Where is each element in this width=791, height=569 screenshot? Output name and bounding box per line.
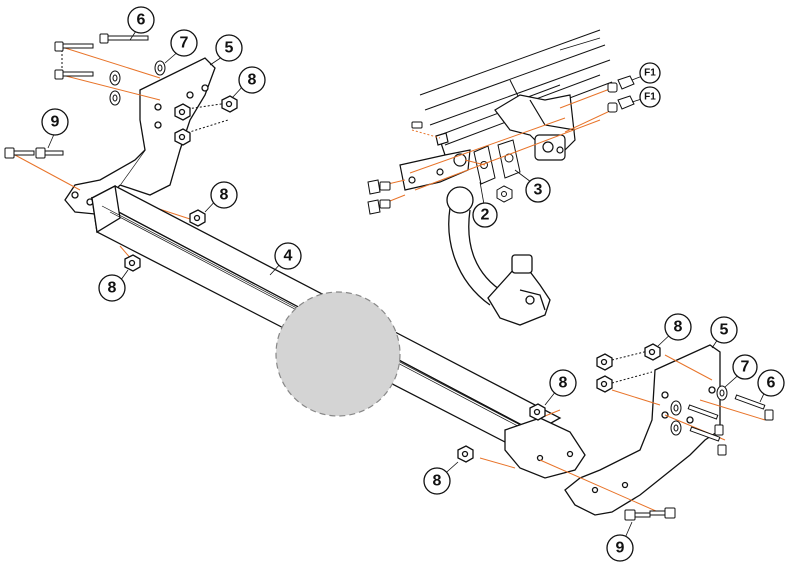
callout-c9-bottom: 9 [606,534,634,562]
callout-c8-right-top: 8 [664,313,692,341]
callout-circle [639,62,661,84]
f1-guide-lines [559,86,616,133]
callout-cF1-b: F1 [639,86,661,108]
callout-circle [238,66,266,94]
swan-neck-tow-ball [446,186,551,326]
callout-circle [472,202,498,228]
callout-circle [210,181,238,209]
f1-bolt-lower [607,95,635,113]
callout-label: 3 [534,182,543,199]
coupling-bracket-plate [399,132,471,191]
callout-c8-mid: 8 [210,181,238,209]
callout-circle [549,369,577,397]
callout-label: 8 [248,72,257,89]
callout-label: 8 [220,187,229,204]
callout-c8-bottom: 8 [423,467,451,495]
callout-circle [274,242,302,270]
callout-label: 9 [616,540,625,557]
callout-label: 5 [225,40,234,57]
right-bolts-6 [687,394,774,456]
callout-circle [757,369,785,397]
callout-circle [606,534,634,562]
callout-c9-left: 9 [41,108,69,136]
callout-c5-right: 5 [710,316,738,344]
callout-cF1-a: F1 [639,62,661,84]
callout-label: F1 [644,92,656,103]
callout-label: 5 [720,322,729,339]
spacer-plate-3 [497,139,521,179]
callout-c8-left: 8 [98,274,126,302]
left-bolts-6 [54,33,149,80]
callout-circle [639,86,661,108]
callout-label: 6 [767,375,776,392]
callout-c6-right: 6 [757,369,785,397]
callout-label: 8 [433,473,442,490]
callout-circle [423,467,451,495]
left-side-bracket [64,57,216,215]
right-bolts-9 [624,507,676,521]
callout-label: 7 [180,35,189,52]
callout-label: 4 [284,248,293,265]
callout-label: 6 [137,12,146,29]
callout-label: F1 [644,68,656,79]
left-nuts-8 [124,95,238,272]
callout-label: 8 [674,319,683,336]
callout-c3: 3 [525,177,551,203]
callout-label: 8 [559,375,568,392]
callout-circle [710,316,738,344]
beam-end-cap [504,417,586,479]
callout-label: 8 [108,280,117,297]
left-bolts-9 [4,147,64,159]
callout-c2: 2 [472,202,498,228]
callout-c7-top: 7 [170,29,198,57]
callout-circle [170,29,198,57]
callout-c8-top: 8 [238,66,266,94]
callout-circle [41,108,69,136]
callout-circle [98,274,126,302]
hidden-region-disc [275,291,401,417]
callout-circle [525,177,551,203]
callout-circle [127,6,155,34]
right-washers-7 [670,385,728,436]
f1-bolt-upper [607,75,635,93]
callout-circle [732,354,758,380]
vehicle-mount-bracket [494,94,576,161]
callout-label: 7 [741,359,750,376]
bracket-bolts [367,121,423,215]
callout-c8-right-mid: 8 [549,369,577,397]
callout-c7-right: 7 [732,354,758,380]
callout-c4: 4 [274,242,302,270]
callout-circle [215,34,243,62]
callout-label: 9 [51,114,60,131]
right-bracket-dotted-links [611,349,653,384]
callout-c6-top: 6 [127,6,155,34]
right-nuts-8 [457,343,661,463]
nut-small [496,185,513,203]
callout-c5-top: 5 [215,34,243,62]
callout-circle [664,313,692,341]
left-washers-7 [109,60,166,106]
callout-label: 2 [481,207,490,224]
